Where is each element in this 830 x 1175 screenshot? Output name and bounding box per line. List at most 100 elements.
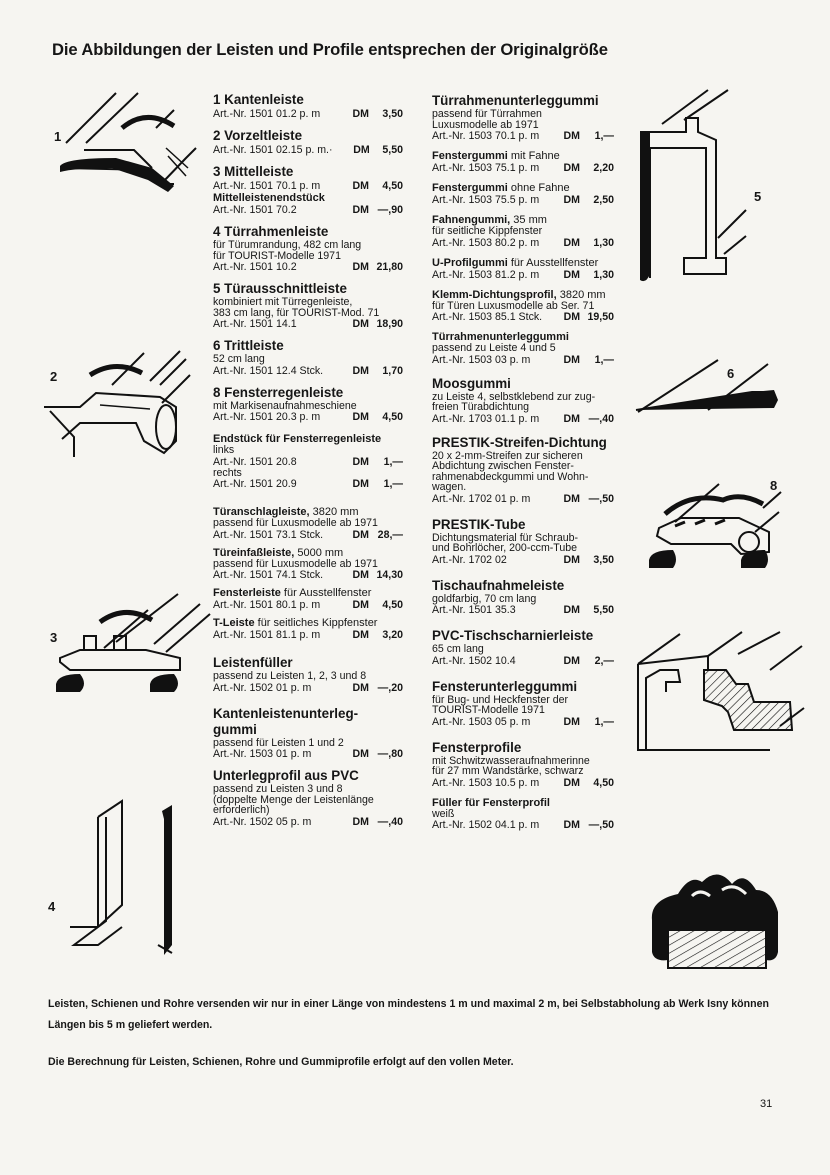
product-title-bold: Fahnengummi, xyxy=(432,214,511,226)
product-description: für Türen Luxusmodelle ab Ser. 71 xyxy=(432,299,595,312)
product-description: Dichtungsmaterial für Schraub- xyxy=(432,531,579,544)
product-title-rest: für Ausstellfenster xyxy=(280,587,372,599)
product-title: Füller für Fensterprofil xyxy=(432,797,614,809)
price: 1,30 xyxy=(593,268,614,281)
article-number: Art.-Nr. 1501 74.1 Stck. xyxy=(213,569,324,581)
product-title: Fensterleiste für Ausstellfenster xyxy=(213,587,403,599)
product-description: passend für Türrahmen xyxy=(432,108,542,120)
article-number: Art.-Nr. 1503 10.5 p. m xyxy=(432,776,540,789)
article-number: Art.-Nr. 1501 20.8 xyxy=(213,455,297,468)
product-description: rechts xyxy=(213,466,242,479)
article-number: Art.-Nr. 1501 70.2 xyxy=(213,204,297,216)
currency: DM xyxy=(563,604,580,616)
product-title: Türanschlagleiste, 3820 mm xyxy=(213,506,403,518)
product-title: 5 Türausschnittleiste xyxy=(213,281,347,296)
product-description: 65 cm lang xyxy=(432,643,484,655)
price: —,50 xyxy=(588,819,614,831)
figure-number: 4 xyxy=(48,899,56,914)
product-subtitle: Mittelleistenendstück xyxy=(213,192,325,204)
article-number: Art.-Nr. 1502 10.4 xyxy=(432,654,516,667)
article-number: Art.-Nr. 1503 75.1 p. m xyxy=(432,162,540,174)
currency: DM xyxy=(563,819,580,831)
article-number: Art.-Nr. 1501 02.15 p. m.· xyxy=(213,144,333,156)
article-number: Art.-Nr. 1501 70.1 p. m xyxy=(213,180,321,192)
product-description: (doppelte Menge der Leistenlänge xyxy=(213,793,374,806)
price: 4,50 xyxy=(382,411,403,423)
product-title: U-Profilgummi für Ausstellfenster xyxy=(432,257,614,269)
product-title: 6 Trittleiste xyxy=(213,338,284,353)
product-title-rest: 5000 mm xyxy=(294,546,344,559)
product-title: Unterlegprofil aus PVC xyxy=(213,768,359,783)
product-title: Tischaufnahmeleiste xyxy=(432,577,565,593)
product-description: Luxusmodelle ab 1971 xyxy=(432,118,539,131)
currency: DM xyxy=(352,681,369,694)
price: —,80 xyxy=(377,748,403,760)
product-description: weiß xyxy=(432,807,455,820)
product-title: Endstück für Fensterregenleiste xyxy=(213,433,403,445)
price: 1,— xyxy=(383,478,403,490)
currency: DM xyxy=(352,569,369,581)
article-number: Art.-Nr. 1503 85.1 Stck. xyxy=(432,311,543,323)
product-description: erforderlich) xyxy=(213,804,270,816)
price: —,40 xyxy=(377,815,403,828)
product-title-rest: mit Fahne xyxy=(507,150,560,162)
price: 1,— xyxy=(383,455,403,468)
currency: DM xyxy=(352,411,369,423)
price: 1,— xyxy=(594,353,614,366)
product-title: Fenstergummi ohne Fahne xyxy=(432,182,614,194)
step-strip-illustration xyxy=(635,359,778,413)
article-number: Art.-Nr. 1503 03 p. m xyxy=(432,353,531,366)
currency: DM xyxy=(563,311,581,323)
product-title-rest: 35 mm xyxy=(510,214,547,226)
product-description: für 27 mm Wandstärke, schwarz xyxy=(432,765,584,777)
product-description: links xyxy=(213,444,235,456)
price: 1,— xyxy=(594,130,614,142)
product-title-rest: für Ausstellfenster xyxy=(507,256,599,269)
product-title-bold: Klemm-Dichtungsprofil, xyxy=(432,288,557,301)
currency: DM xyxy=(353,144,370,156)
figure-number: 8 xyxy=(770,478,778,493)
article-number: Art.-Nr. 1503 75.5 p. m xyxy=(432,194,540,206)
product-title: Fenstergummi mit Fahne xyxy=(432,150,614,162)
product-title: PRESTIK-Tube xyxy=(432,516,526,532)
price: 5,50 xyxy=(593,604,614,616)
right-column: Türrahmenunterleggummi passend für Türrah… xyxy=(432,93,614,831)
page-number: 31 xyxy=(760,1098,773,1110)
article-number: Art.-Nr. 1501 73.1 Stck. xyxy=(213,528,324,541)
price: —,90 xyxy=(377,204,403,216)
product-title: Türrahmenunterleggummi xyxy=(432,331,614,343)
product-title: Klemm-Dichtungsprofil, 3820 mm xyxy=(432,289,614,301)
article-number: Art.-Nr. 1703 01.1 p. m xyxy=(432,412,540,425)
currency: DM xyxy=(352,599,369,611)
currency: DM xyxy=(352,528,369,541)
product-description: rahmenabdeckgummi und Wohn- xyxy=(432,470,589,483)
currency: DM xyxy=(563,776,580,789)
currency: DM xyxy=(352,815,369,828)
